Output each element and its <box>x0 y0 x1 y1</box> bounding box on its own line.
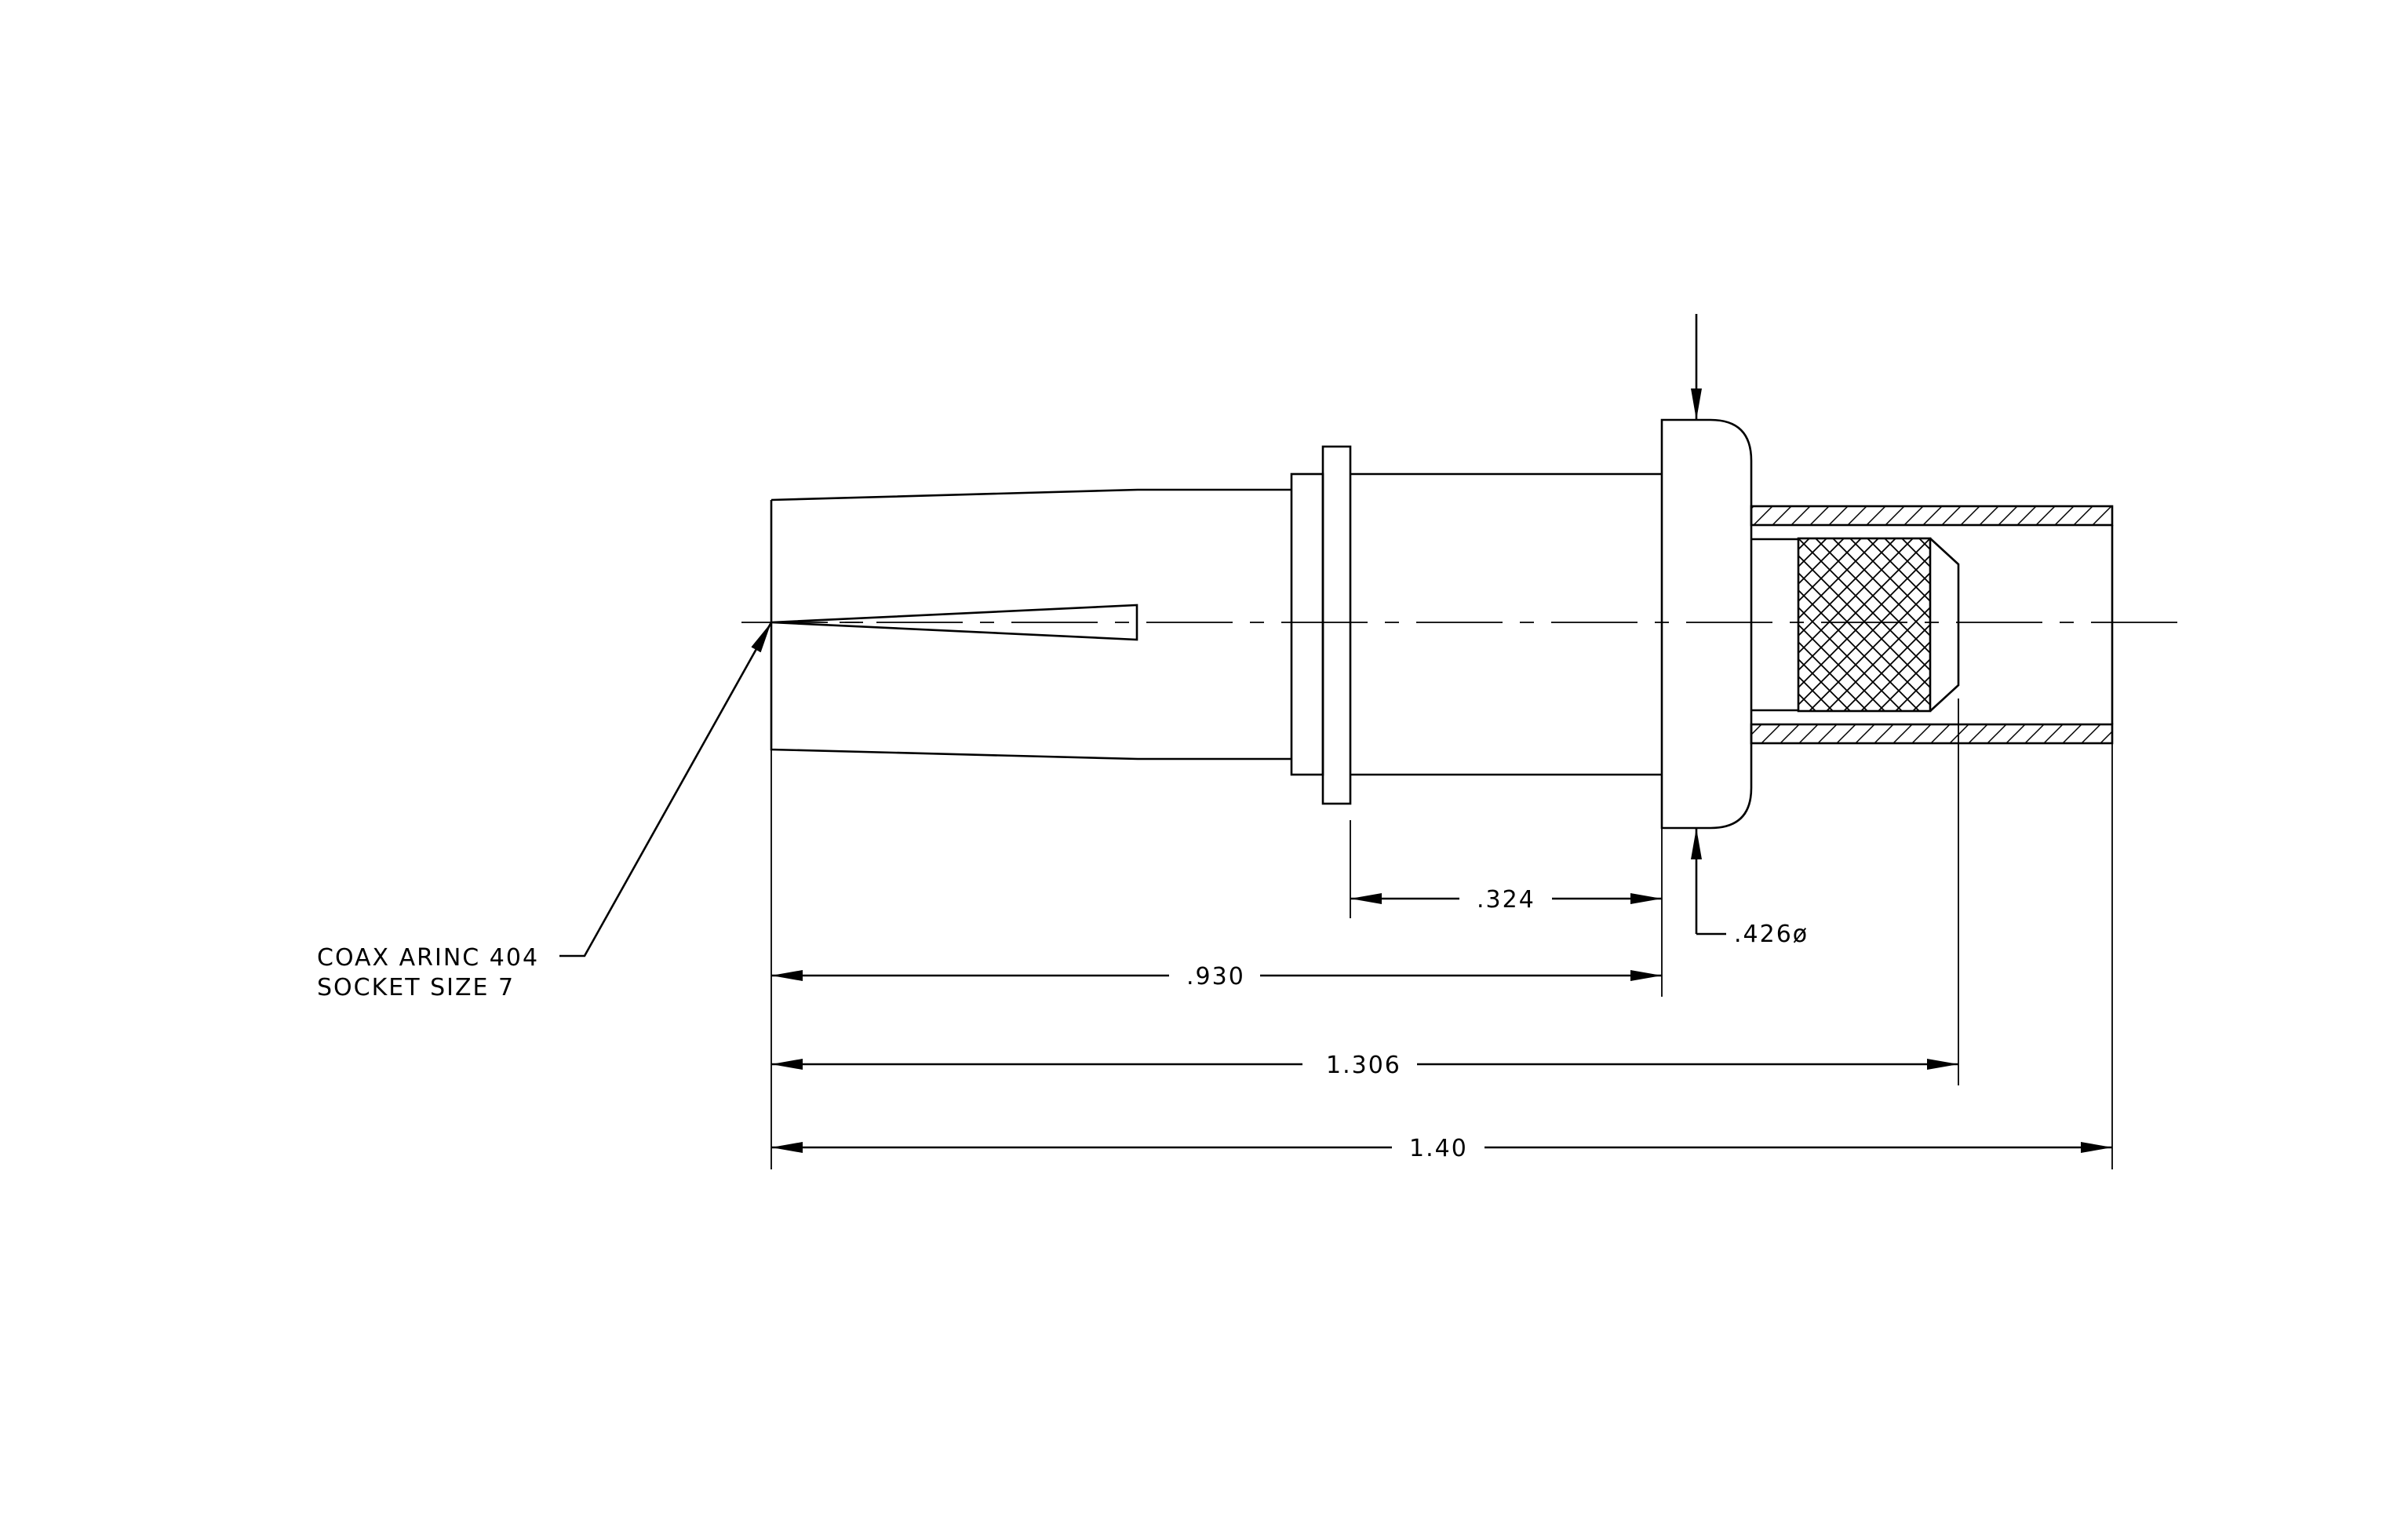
dim-426-diameter: .426ø <box>1734 921 1809 948</box>
inner-step <box>1751 538 1798 712</box>
dim-930: .930 <box>1186 963 1245 990</box>
coupling-nut <box>1660 418 1753 830</box>
callout-line1: COAX ARINC 404 <box>317 944 539 972</box>
dim-140: 1.40 <box>1409 1135 1468 1162</box>
sleeve-wall-top <box>1750 505 2114 527</box>
dim-324: .324 <box>1477 886 1536 914</box>
contact-tip <box>1929 538 1960 712</box>
sleeve-wall-bottom <box>1750 723 2114 745</box>
callout-line2: SOCKET SIZE 7 <box>317 974 515 1001</box>
flange <box>1321 445 1352 805</box>
socket-slot <box>770 604 1138 641</box>
barrel <box>1350 472 1662 776</box>
extension-lines <box>770 698 2113 1169</box>
knurled-contact <box>1797 537 1932 713</box>
socket-body <box>770 488 1291 760</box>
dim-1306: 1.306 <box>1326 1052 1401 1079</box>
callout-leader <box>559 622 773 957</box>
collar <box>1290 472 1324 776</box>
